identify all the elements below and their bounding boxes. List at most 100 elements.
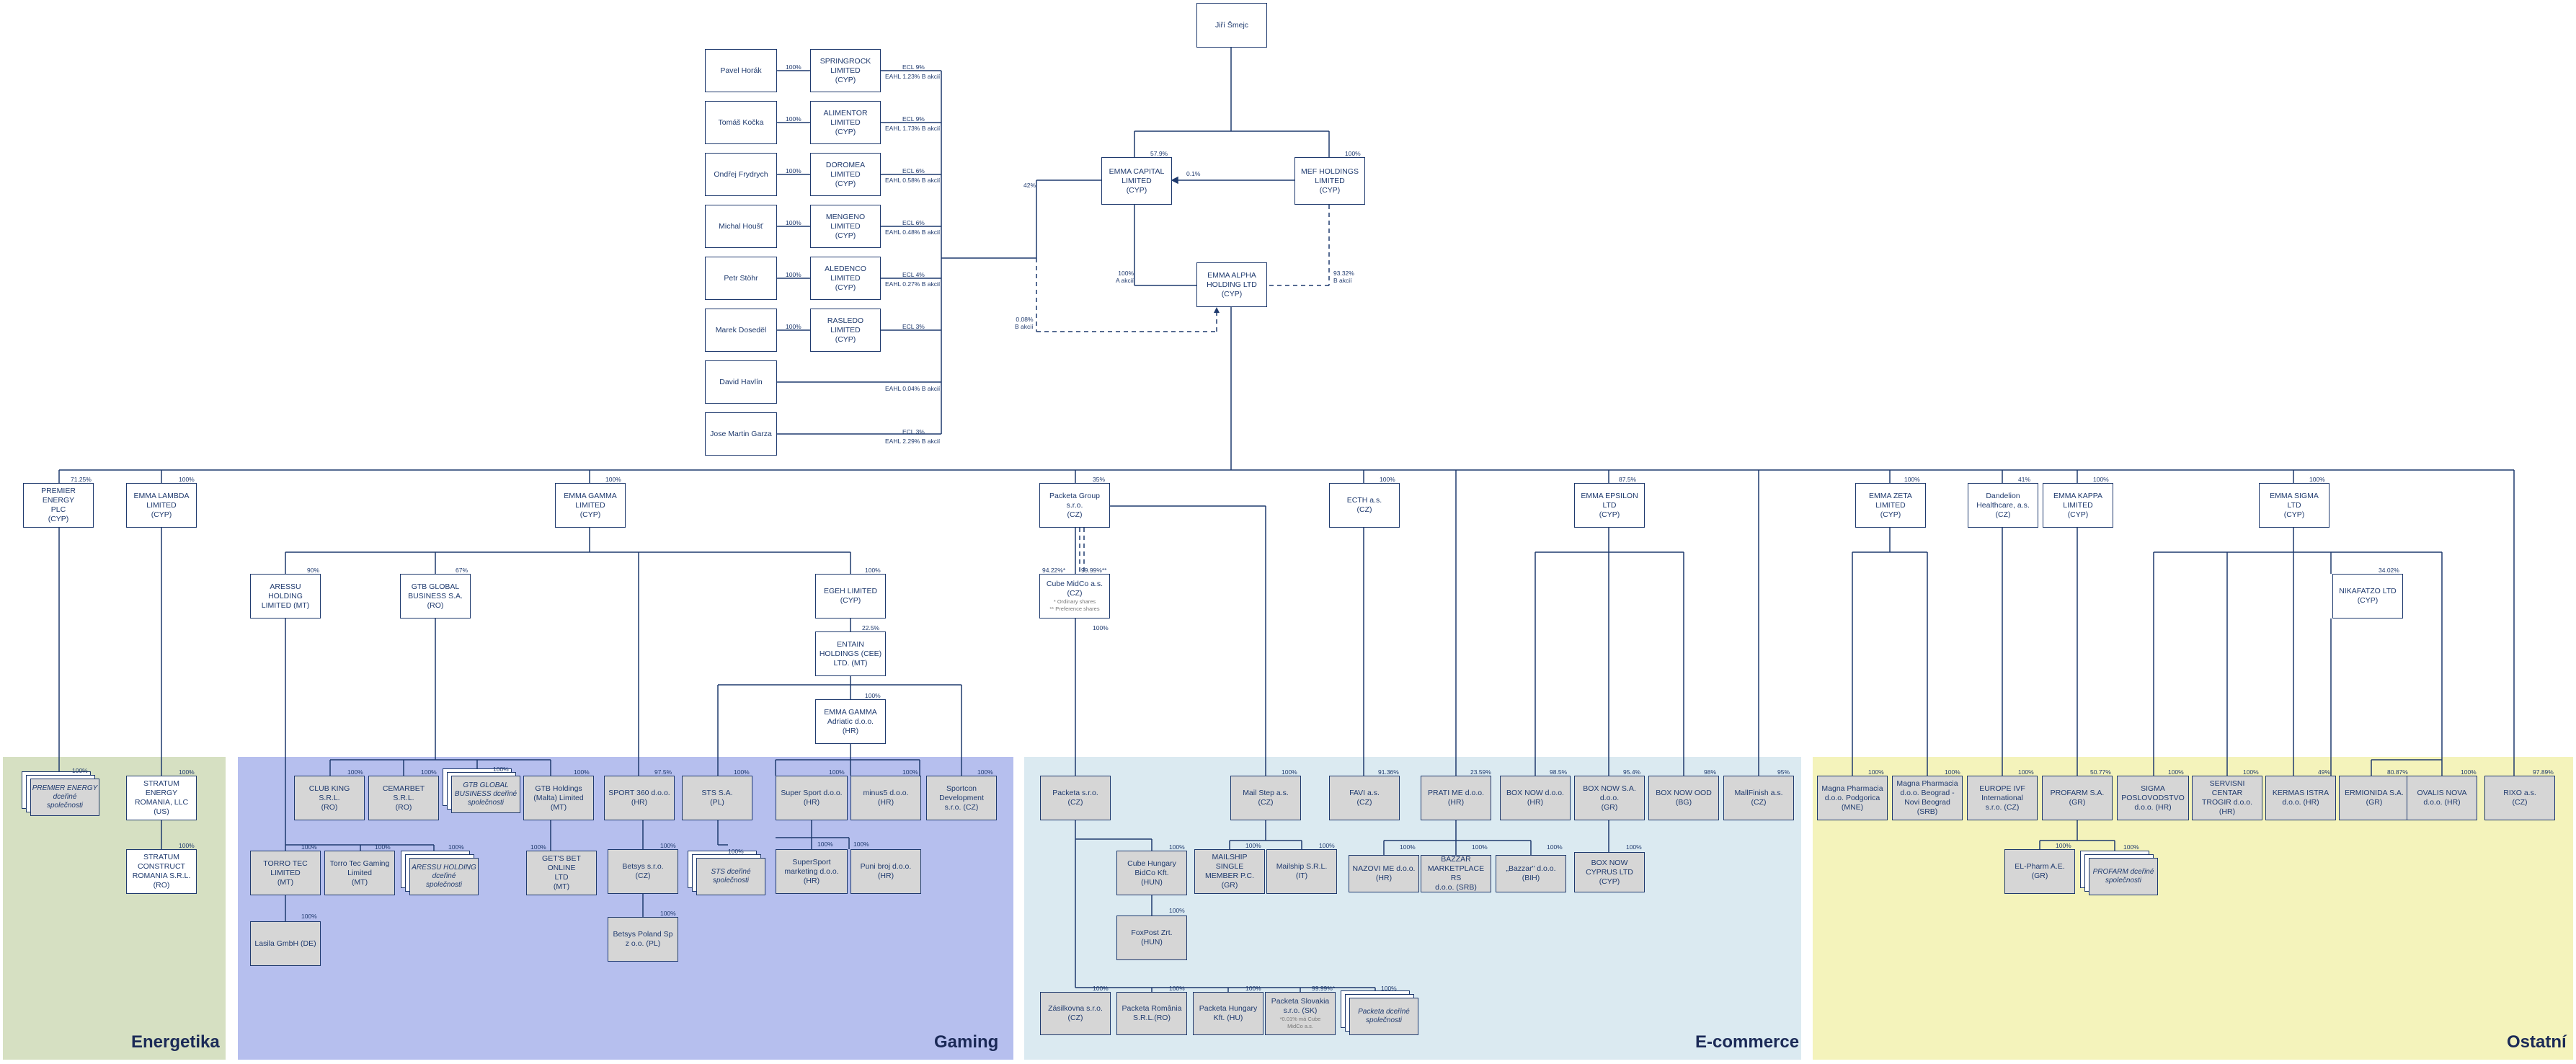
pct-cemarbet: 100%	[421, 768, 437, 776]
aressu-holding[interactable]: ARESSU HOLDING LIMITED (MT)	[250, 574, 321, 619]
mailship-gr[interactable]: MAILSHIP SINGLE MEMBER P.C. (GR)	[1194, 849, 1265, 894]
magna-pharmacia-podgorica[interactable]: Magna Pharmacia d.o.o. Podgorica (MNE)	[1817, 776, 1888, 820]
gtb-holdings-malta[interactable]: GTB Holdings (Malta) Limited (MT)	[523, 776, 594, 820]
sigma-poslovodstvo[interactable]: SIGMA POSLOVODSTVO d.o.o. (HR)	[2117, 776, 2189, 820]
dandelion-healthcare[interactable]: Dandelion Healthcare, a.s. (CZ)	[1968, 483, 2038, 528]
emma-epsilon[interactable]: EMMA EPSILON LTD (CYP)	[1574, 483, 1645, 528]
owner-pavel-horak[interactable]: Pavel Horák	[705, 49, 777, 92]
owner-ondrej-frydrych[interactable]: Ondřej Frydrych	[705, 153, 777, 196]
nikafatzo[interactable]: NIKAFATZO LTD (CYP)	[2332, 574, 2403, 619]
kermas-istra[interactable]: KERMAS ISTRA d.o.o. (HR)	[2265, 776, 2336, 820]
emma-sigma[interactable]: EMMA SIGMA LTD (CYP)	[2259, 483, 2329, 528]
europe-ivf[interactable]: EUROPE IVF International s.r.o. (CZ)	[1967, 776, 2038, 820]
torro-tec[interactable]: TORRO TEC LIMITED (MT)	[250, 851, 321, 895]
cube-hungary-bidco[interactable]: Cube Hungary BidCo Kft. (HUN)	[1116, 851, 1187, 895]
owner-jose-martin-garza[interactable]: Jose Martin Garza	[705, 412, 777, 456]
cemarbet[interactable]: CEMARBET S.R.L. (RO)	[368, 776, 439, 820]
pct-stratum-construct: 100%	[179, 842, 195, 849]
lasila-gmbh[interactable]: Lasila GmbH (DE)	[250, 921, 321, 966]
emma-alpha-holding[interactable]: EMMA ALPHA HOLDING LTD (CYP)	[1196, 262, 1267, 307]
profarm[interactable]: PROFARM S.A. (GR)	[2042, 776, 2113, 820]
packeta-sro[interactable]: Packeta s.r.o. (CZ)	[1040, 776, 1111, 820]
emma-lambda[interactable]: EMMA LAMBDA LIMITED (CYP)	[126, 483, 197, 528]
packeta-group[interactable]: Packeta Group s.r.o. (CZ)	[1039, 483, 1110, 528]
packeta-slovakia-label: Packeta Slovakia s.r.o. (SK)	[1271, 997, 1330, 1015]
bazzar-marketplace-rs[interactable]: BAZZAR MARKETPLACE RS d.o.o. (SRB)	[1421, 855, 1491, 892]
sts-sa[interactable]: STS S.A. (PL)	[682, 776, 752, 820]
servisni-centar-trogir[interactable]: SERVISNI CENTAR TROGIR d.o.o. (HR)	[2192, 776, 2262, 820]
puni-broj[interactable]: Puni broj d.o.o. (HR)	[850, 849, 921, 894]
favi[interactable]: FAVI a.s. (CZ)	[1329, 776, 1400, 820]
club-king[interactable]: CLUB KING S.R.L. (RO)	[294, 776, 365, 820]
ecl-stake: ECL 3%	[902, 428, 925, 435]
emma-gamma[interactable]: EMMA GAMMA LIMITED (CYP)	[555, 483, 626, 528]
packeta-romania[interactable]: Packeta România S.R.L.(RO)	[1116, 992, 1187, 1035]
nazovi-me[interactable]: NAZOVI ME d.o.o. (HR)	[1349, 855, 1419, 892]
company-mengeno[interactable]: MENGENO LIMITED (CYP)	[810, 205, 881, 248]
box-now-bg[interactable]: BOX NOW OOD (BG)	[1648, 776, 1719, 820]
packeta-subsidiaries[interactable]: Packeta dceřiné společnosti	[1341, 990, 1420, 1035]
packeta-slovakia[interactable]: Packeta Slovakia s.r.o. (SK) *0.01% má C…	[1265, 992, 1336, 1035]
minus5[interactable]: minus5 d.o.o. (HR)	[850, 776, 921, 820]
pct-bazzar-rs: 100%	[1472, 843, 1488, 851]
premier-energy[interactable]: PREMIER ENERGY PLC (CYP)	[23, 483, 94, 528]
owner-tomas-kocka[interactable]: Tomáš Kočka	[705, 101, 777, 144]
packeta-hungary[interactable]: Packeta Hungary Kft. (HU)	[1193, 992, 1263, 1035]
sts-subsidiaries[interactable]: STS dceřiné společnosti	[688, 851, 767, 895]
mallfinish[interactable]: MallFinish a.s. (CZ)	[1723, 776, 1794, 820]
betsys-poland[interactable]: Betsys Poland Sp z o.o. (PL)	[608, 917, 678, 962]
zasilkovna[interactable]: Zásilkovna s.r.o. (CZ)	[1040, 992, 1111, 1035]
company-rasledo[interactable]: RASLEDO LIMITED (CYP)	[810, 309, 881, 352]
pct-cube-ordinary: 94.22%*	[1042, 567, 1066, 574]
mef-holdings[interactable]: MEF HOLDINGS LIMITED (CYP)	[1294, 157, 1365, 205]
box-now-cyprus[interactable]: BOX NOW CYPRUS LTD (CYP)	[1574, 852, 1645, 892]
torro-tec-gaming[interactable]: Torro Tec Gaming Limited (MT)	[324, 851, 395, 895]
ermionida[interactable]: ERMIONIDA S.A. (GR)	[2339, 776, 2410, 820]
stratum-construct-romania[interactable]: STRATUM CONSTRUCT ROMANIA S.R.L. (RO)	[126, 849, 197, 894]
entain-holdings[interactable]: ENTAIN HOLDINGS (CEE) LTD. (MT)	[815, 631, 886, 676]
pct-supersport-mkt: 100%	[817, 841, 833, 848]
emma-zeta[interactable]: EMMA ZETA LIMITED (CYP)	[1855, 483, 1926, 528]
premier-energy-subsidiaries[interactable]: PREMIER ENERGY dceřiné společnosti	[22, 771, 101, 816]
gtb-global-subsidiaries[interactable]: GTB GLOBAL BUSINESS dceřiné společnosti	[443, 768, 522, 813]
sport-360[interactable]: SPORT 360 d.o.o. (HR)	[604, 776, 675, 820]
gets-bet-online[interactable]: GET'S BET ONLINE LTD (MT)	[526, 851, 597, 895]
emma-capital[interactable]: EMMA CAPITAL LIMITED (CYP)	[1101, 157, 1172, 205]
pct-betsys-pl: 100%	[660, 910, 676, 917]
sportcon-development[interactable]: Sportcon Development s.r.o. (CZ)	[926, 776, 997, 820]
company-doromea[interactable]: DOROMEA LIMITED (CYP)	[810, 153, 881, 196]
pct-packeta-sk: 99.99%*	[1312, 985, 1336, 992]
foxpost[interactable]: FoxPost Zrt. (HUN)	[1116, 916, 1187, 960]
mailship-it[interactable]: Mailship S.R.L. (IT)	[1266, 849, 1337, 894]
company-aledenco[interactable]: ALEDENCO LIMITED (CYP)	[810, 257, 881, 300]
profarm-subsidiaries[interactable]: PROFARM dceřiné společnosti	[2080, 851, 2159, 895]
super-sport[interactable]: Super Sport d.o.o. (HR)	[776, 776, 848, 820]
owner-michal-houst[interactable]: Michal Houšť	[705, 205, 777, 248]
gtb-global-business[interactable]: GTB GLOBAL BUSINESS S.A. (RO)	[400, 574, 471, 619]
emma-kappa[interactable]: EMMA KAPPA LIMITED (CYP)	[2043, 483, 2113, 528]
company-alimentor[interactable]: ALIMENTOR LIMITED (CYP)	[810, 101, 881, 144]
aressu-subsidiaries[interactable]: ARESSU HOLDING dceřiné společnosti	[401, 851, 480, 895]
magna-pharmacia-beograd[interactable]: Magna Pharmacia d.o.o. Beograd - Novi Be…	[1892, 776, 1963, 820]
bazzar-bih[interactable]: „Bazzar" d.o.o. (BIH)	[1496, 855, 1566, 892]
box-now-gr[interactable]: BOX NOW S.A. d.o.o. (GR)	[1574, 776, 1645, 820]
supersport-marketing[interactable]: SuperSport marketing d.o.o. (HR)	[776, 849, 848, 894]
prati-me[interactable]: PRATI ME d.o.o. (HR)	[1421, 776, 1491, 820]
stratum-energy-romania[interactable]: STRATUM ENERGY ROMANIA, LLC (US)	[126, 776, 197, 820]
rixo[interactable]: RIXO a.s. (CZ)	[2484, 776, 2555, 820]
el-pharm[interactable]: EL-Pharm A.E. (GR)	[2004, 849, 2075, 894]
mail-step[interactable]: Mail Step a.s. (CZ)	[1230, 776, 1301, 820]
owner-david-havlin[interactable]: David Havlín	[705, 360, 777, 404]
owner-petr-stohr[interactable]: Petr Stöhr	[705, 257, 777, 300]
egeh-limited[interactable]: EGEH LIMITED (CYP)	[815, 574, 886, 619]
box-now-hr[interactable]: BOX NOW d.o.o. (HR)	[1500, 776, 1571, 820]
ecth[interactable]: ECTH a.s. (CZ)	[1329, 483, 1400, 528]
company-springrock[interactable]: SPRINGROCK LIMITED (CYP)	[810, 49, 881, 92]
emma-gamma-adriatic[interactable]: EMMA GAMMA Adriatic d.o.o. (HR)	[815, 699, 886, 744]
jiri-smejc[interactable]: Jiří Šmejc	[1196, 3, 1267, 48]
ovalis-nova[interactable]: OVALIS NOVA d.o.o. (HR)	[2407, 776, 2477, 820]
cube-midco[interactable]: Cube MidCo a.s. (CZ) * Ordinary shares *…	[1039, 574, 1110, 619]
owner-marek-dosedel[interactable]: Marek Dosedël	[705, 309, 777, 352]
betsys[interactable]: Betsys s.r.o. (CZ)	[608, 849, 678, 894]
pct-premier: 71.25%	[71, 476, 92, 483]
